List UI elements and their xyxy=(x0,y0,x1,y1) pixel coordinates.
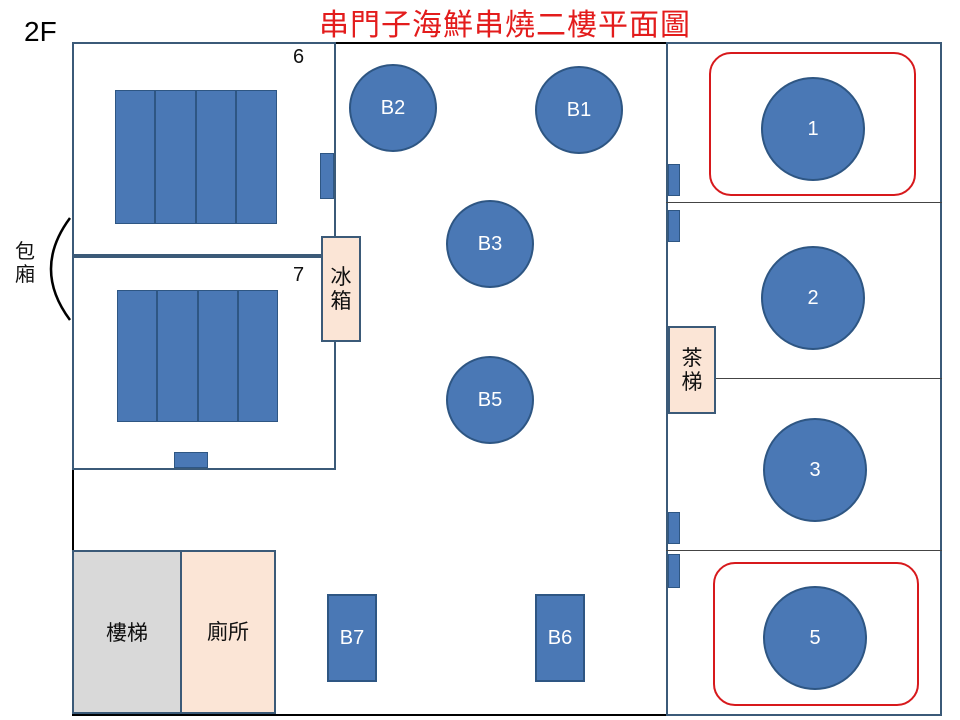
private-room-7-number: 7 xyxy=(293,264,305,286)
stairs-label: 樓梯 xyxy=(106,621,148,645)
private-room-label: 包廂 xyxy=(15,239,35,286)
room-6-table-section xyxy=(155,90,196,224)
wall-fixture xyxy=(668,164,680,196)
room-6-table-section xyxy=(115,90,155,224)
table-b7[interactable]: B7 xyxy=(327,594,377,682)
stairs: 樓梯 xyxy=(72,550,182,714)
table-1[interactable]: 1 xyxy=(761,77,865,181)
room-6-table-section xyxy=(236,90,277,224)
table-2-label: 2 xyxy=(807,286,819,309)
table-b1-label: B1 xyxy=(566,98,592,121)
private-room-6-number: 6 xyxy=(293,46,305,68)
room-7-door xyxy=(174,452,208,468)
table-b2[interactable]: B2 xyxy=(349,64,437,152)
wall-fixture xyxy=(668,554,680,588)
table-b7-label: B7 xyxy=(339,626,365,649)
table-1-label: 1 xyxy=(807,117,819,140)
highlight-table-5 xyxy=(713,562,919,706)
table-3-label: 3 xyxy=(809,458,821,481)
room-7-table-section xyxy=(198,290,238,422)
table-b5[interactable]: B5 xyxy=(446,356,534,444)
highlight-table-1 xyxy=(709,52,916,196)
room-6-table-section xyxy=(196,90,236,224)
toilet[interactable]: 廁所 xyxy=(180,550,276,714)
table-2[interactable]: 2 xyxy=(761,246,865,350)
table-b3[interactable]: B3 xyxy=(446,200,534,288)
table-b2-label: B2 xyxy=(380,96,406,119)
floor-label: 2F xyxy=(24,16,57,47)
section-divider xyxy=(666,202,942,203)
section-divider xyxy=(666,550,942,551)
table-b5-label: B5 xyxy=(477,388,503,411)
room-7-table-section xyxy=(238,290,278,422)
tea-station: 茶梯 xyxy=(668,326,716,414)
wall-fixture xyxy=(668,210,680,242)
table-3[interactable]: 3 xyxy=(763,418,867,522)
room-7-table-section xyxy=(157,290,198,422)
room-7-table-section xyxy=(117,290,157,422)
table-5-label: 5 xyxy=(809,626,821,649)
table-b6[interactable]: B6 xyxy=(535,594,585,682)
floor-plan-title: 串門子海鮮串燒二樓平面圖 xyxy=(319,8,691,43)
private-room-bracket-arc xyxy=(49,217,72,321)
room-6-door xyxy=(320,153,334,199)
fridge-label: 冰箱 xyxy=(330,264,352,313)
table-b3-label: B3 xyxy=(477,232,503,255)
table-b1[interactable]: B1 xyxy=(535,66,623,154)
toilet-label: 廁所 xyxy=(207,619,249,644)
wall-fixture xyxy=(668,512,680,544)
tea-station-label: 茶梯 xyxy=(681,345,703,394)
section-divider xyxy=(716,378,942,379)
table-5[interactable]: 5 xyxy=(763,586,867,690)
fridge: 冰箱 xyxy=(321,236,361,342)
table-b6-label: B6 xyxy=(547,626,573,649)
